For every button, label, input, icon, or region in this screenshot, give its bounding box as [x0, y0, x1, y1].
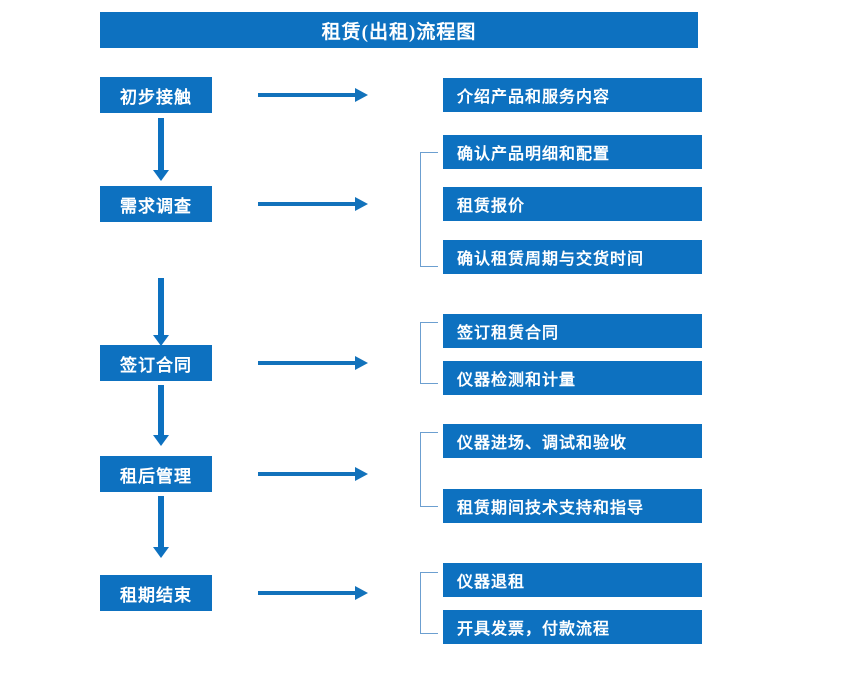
detail-box-2-3: 确认租赁周期与交货时间 — [443, 240, 702, 274]
arrow-head — [153, 335, 169, 346]
flow-arrow-right-4 — [258, 467, 368, 481]
arrow-shaft — [258, 472, 356, 476]
arrow-shaft — [158, 278, 164, 335]
arrow-shaft — [258, 361, 356, 365]
stage-box-3: 签订合同 — [100, 345, 212, 381]
flow-arrow-down-4 — [153, 496, 169, 558]
flow-arrow-right-1 — [258, 88, 368, 102]
group-bracket-4 — [420, 432, 438, 507]
arrow-shaft — [258, 93, 356, 97]
stage-box-5: 租期结束 — [100, 575, 212, 611]
detail-box-3-1: 签订租赁合同 — [443, 314, 702, 348]
arrow-head — [153, 435, 169, 446]
arrow-head — [153, 170, 169, 181]
arrow-shaft — [158, 385, 164, 435]
arrow-head — [153, 547, 169, 558]
stage-box-1: 初步接触 — [100, 77, 212, 113]
flow-arrow-right-3 — [258, 356, 368, 370]
arrow-shaft — [258, 202, 356, 206]
stage-box-4: 租后管理 — [100, 456, 212, 492]
stage-box-2: 需求调查 — [100, 186, 212, 222]
group-bracket-3 — [420, 322, 438, 384]
arrow-head — [355, 356, 368, 370]
arrow-head — [355, 586, 368, 600]
arrow-shaft — [158, 118, 164, 170]
arrow-head — [355, 88, 368, 102]
group-bracket-2 — [420, 152, 438, 267]
arrow-head — [355, 197, 368, 211]
flowchart-title: 租赁(出租)流程图 — [100, 12, 698, 48]
flow-arrow-down-1 — [153, 118, 169, 181]
detail-box-3-2: 仪器检测和计量 — [443, 361, 702, 395]
detail-box-5-1: 仪器退租 — [443, 563, 702, 597]
detail-box-4-1: 仪器进场、调试和验收 — [443, 424, 702, 458]
detail-box-2-2: 租赁报价 — [443, 187, 702, 221]
group-bracket-5 — [420, 572, 438, 634]
detail-box-5-2: 开具发票，付款流程 — [443, 610, 702, 644]
arrow-shaft — [258, 591, 356, 595]
arrow-shaft — [158, 496, 164, 547]
flow-arrow-right-5 — [258, 586, 368, 600]
arrow-head — [355, 467, 368, 481]
flow-arrow-down-3 — [153, 385, 169, 446]
flow-arrow-right-2 — [258, 197, 368, 211]
detail-box-1-1: 介绍产品和服务内容 — [443, 78, 702, 112]
flow-arrow-down-2 — [153, 278, 169, 346]
detail-box-4-2: 租赁期间技术支持和指导 — [443, 489, 702, 523]
detail-box-2-1: 确认产品明细和配置 — [443, 135, 702, 169]
